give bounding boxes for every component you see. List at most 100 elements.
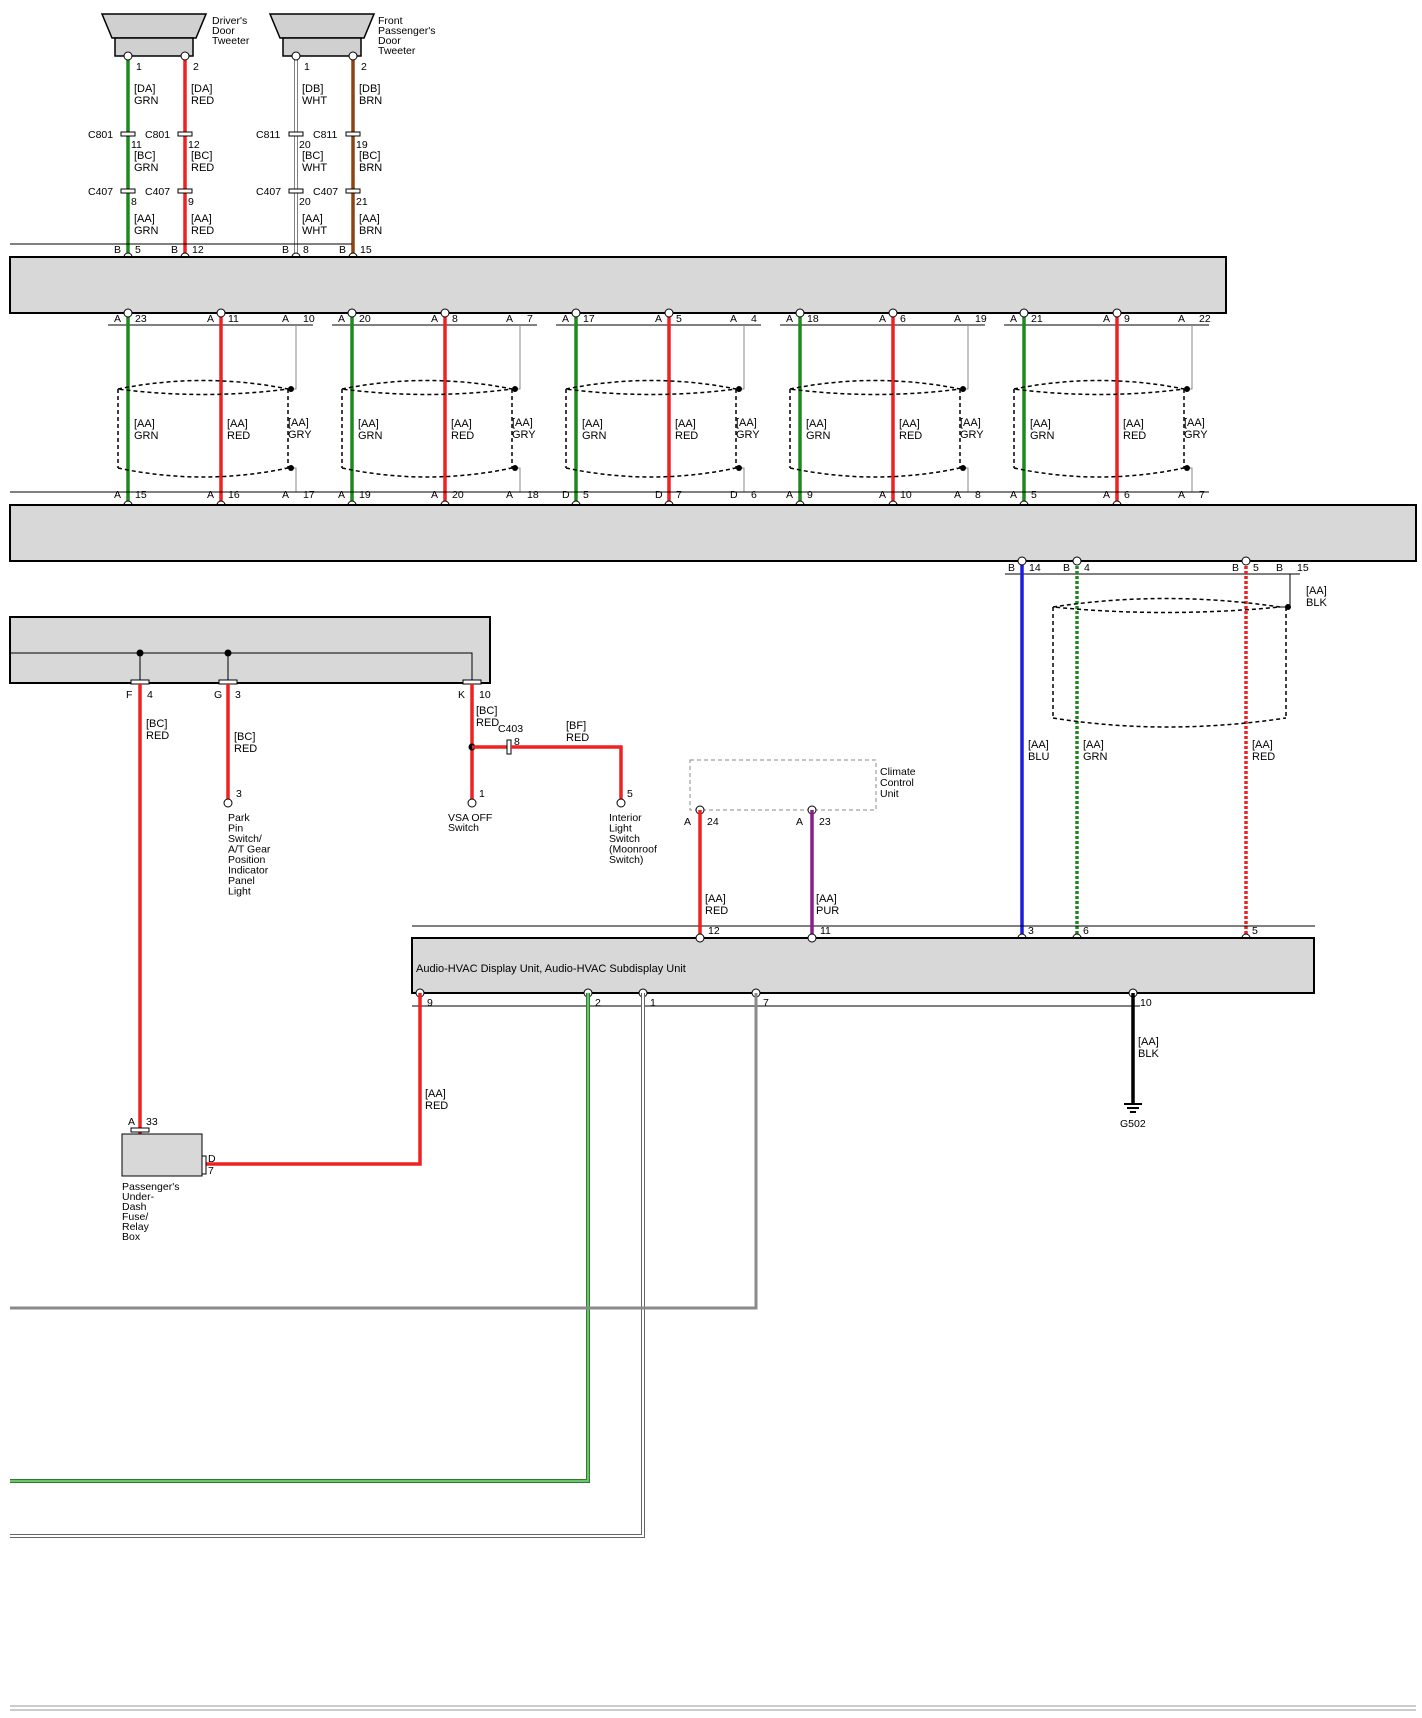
pin-number: 5: [583, 489, 589, 501]
pin-letter: A: [282, 313, 289, 325]
wire-label: [AA]: [451, 418, 472, 430]
wire-gry: [508, 325, 521, 390]
pin-connector: [218, 679, 238, 685]
pin-letter: D: [562, 489, 570, 501]
wire-gry: [1180, 325, 1193, 390]
pin-number: 8: [514, 736, 520, 748]
shield-dot: [960, 386, 966, 392]
svg-text:Dash: Dash: [122, 1201, 147, 1213]
pin-letter: A: [1010, 313, 1017, 325]
connector-name: C811: [313, 129, 337, 141]
svg-text:Under-: Under-: [122, 1191, 155, 1203]
shield-dot: [512, 465, 518, 471]
pin-number: 20: [452, 489, 464, 501]
interior-light-label: Switch: [609, 833, 640, 845]
wire-label: [BC]: [134, 150, 155, 162]
wire-label: [AA]: [359, 213, 380, 225]
terminal-circle: [571, 308, 581, 318]
wire-label: GRN: [1083, 751, 1108, 763]
wire-label: RED: [1123, 430, 1146, 442]
pin-letter: F: [126, 689, 132, 701]
pin-letter: A: [431, 489, 438, 501]
pin-number: 19: [359, 489, 371, 501]
terminal-circle: [291, 51, 301, 61]
pin-number: 9: [1124, 313, 1130, 325]
wire-gry: [956, 325, 969, 390]
terminal-circle: [1017, 556, 1027, 566]
wire-label: [AA]: [1252, 739, 1273, 751]
pin-number: 1: [136, 61, 142, 73]
fuse-connector-a: [130, 1127, 150, 1133]
terminal-circle: [695, 933, 705, 943]
wire-label: [AA]: [1123, 418, 1144, 430]
pin-number: 16: [228, 489, 240, 501]
pin-letter: B: [282, 244, 289, 256]
pin-number: 14: [1029, 562, 1041, 574]
wire-label: [AA]: [816, 893, 837, 905]
wire-label: RED: [705, 905, 728, 917]
pin-number: 3: [236, 788, 242, 800]
wire-label: GRN: [806, 430, 831, 442]
wire-label: RED: [566, 732, 589, 744]
pin-number: 1: [479, 788, 485, 800]
pin-number: 11: [131, 139, 142, 151]
pin-number: 6: [751, 489, 757, 501]
wire-label: GRN: [582, 430, 607, 442]
pin-number: 5: [1031, 489, 1037, 501]
audio-hvac-unit-label: Audio-HVAC Display Unit, Audio-HVAC Subd…: [416, 963, 686, 975]
pin-letter: A: [207, 313, 214, 325]
pin-letter: B: [1063, 562, 1070, 574]
pin-number: 4: [1084, 562, 1090, 574]
shield-top: [341, 379, 513, 396]
wire-label: [AA]: [425, 1088, 446, 1100]
wire-label: [AA]: [227, 418, 248, 430]
pin-letter: B: [114, 244, 121, 256]
wire-red-audio: [206, 993, 422, 1166]
pin-number: 7: [527, 313, 533, 325]
shield-dot: [1285, 604, 1291, 610]
wire-lgrn-outline: [10, 993, 590, 1483]
wire-label: [AA]: [736, 417, 757, 429]
pin-letter: A: [562, 313, 569, 325]
wire-label: RED: [451, 430, 474, 442]
pin-number: 22: [1199, 313, 1211, 325]
pin-number: 15: [1297, 562, 1309, 574]
wire-label: RED: [146, 730, 169, 742]
wire-gry: [10, 993, 758, 1310]
pin-number: 7: [763, 997, 769, 1009]
connector-c801: [345, 131, 361, 137]
tweeter-label-line: Door: [378, 35, 401, 47]
pin-number: 18: [527, 489, 539, 501]
wire-label: [AA]: [1083, 739, 1104, 751]
wire-label: [AA]: [191, 213, 212, 225]
pin-letter: A: [786, 489, 793, 501]
wire-label: [BC]: [302, 150, 323, 162]
wire-gry: [732, 325, 745, 390]
pin-number: 18: [807, 313, 819, 325]
wire-label: [DA]: [134, 83, 155, 95]
svg-text:Box: Box: [122, 1231, 141, 1243]
wire-label: RED: [234, 743, 257, 755]
front-passengers-door-tweeter: Front Passenger's Door Tweeter: [268, 13, 435, 57]
connector-c407: [288, 188, 304, 194]
wire-label: RED: [425, 1100, 448, 1112]
pin-letter: A: [282, 489, 289, 501]
connector-name: C801: [145, 129, 170, 141]
shield-dot: [288, 386, 294, 392]
vsa-label: Switch: [448, 822, 479, 834]
pin-number: 20: [299, 196, 311, 208]
wire-label: [AA]: [705, 893, 726, 905]
wire-label: RED: [191, 225, 214, 237]
pin-number: 7: [208, 1165, 214, 1177]
terminal-circle: [1241, 556, 1251, 566]
shield-dot: [1184, 465, 1190, 471]
wire-label: GRY: [512, 429, 536, 441]
pin-number: 17: [303, 489, 315, 501]
terminal-circle: [1019, 308, 1029, 318]
wire-label: [AA]: [134, 213, 155, 225]
terminal-circle: [467, 798, 477, 808]
